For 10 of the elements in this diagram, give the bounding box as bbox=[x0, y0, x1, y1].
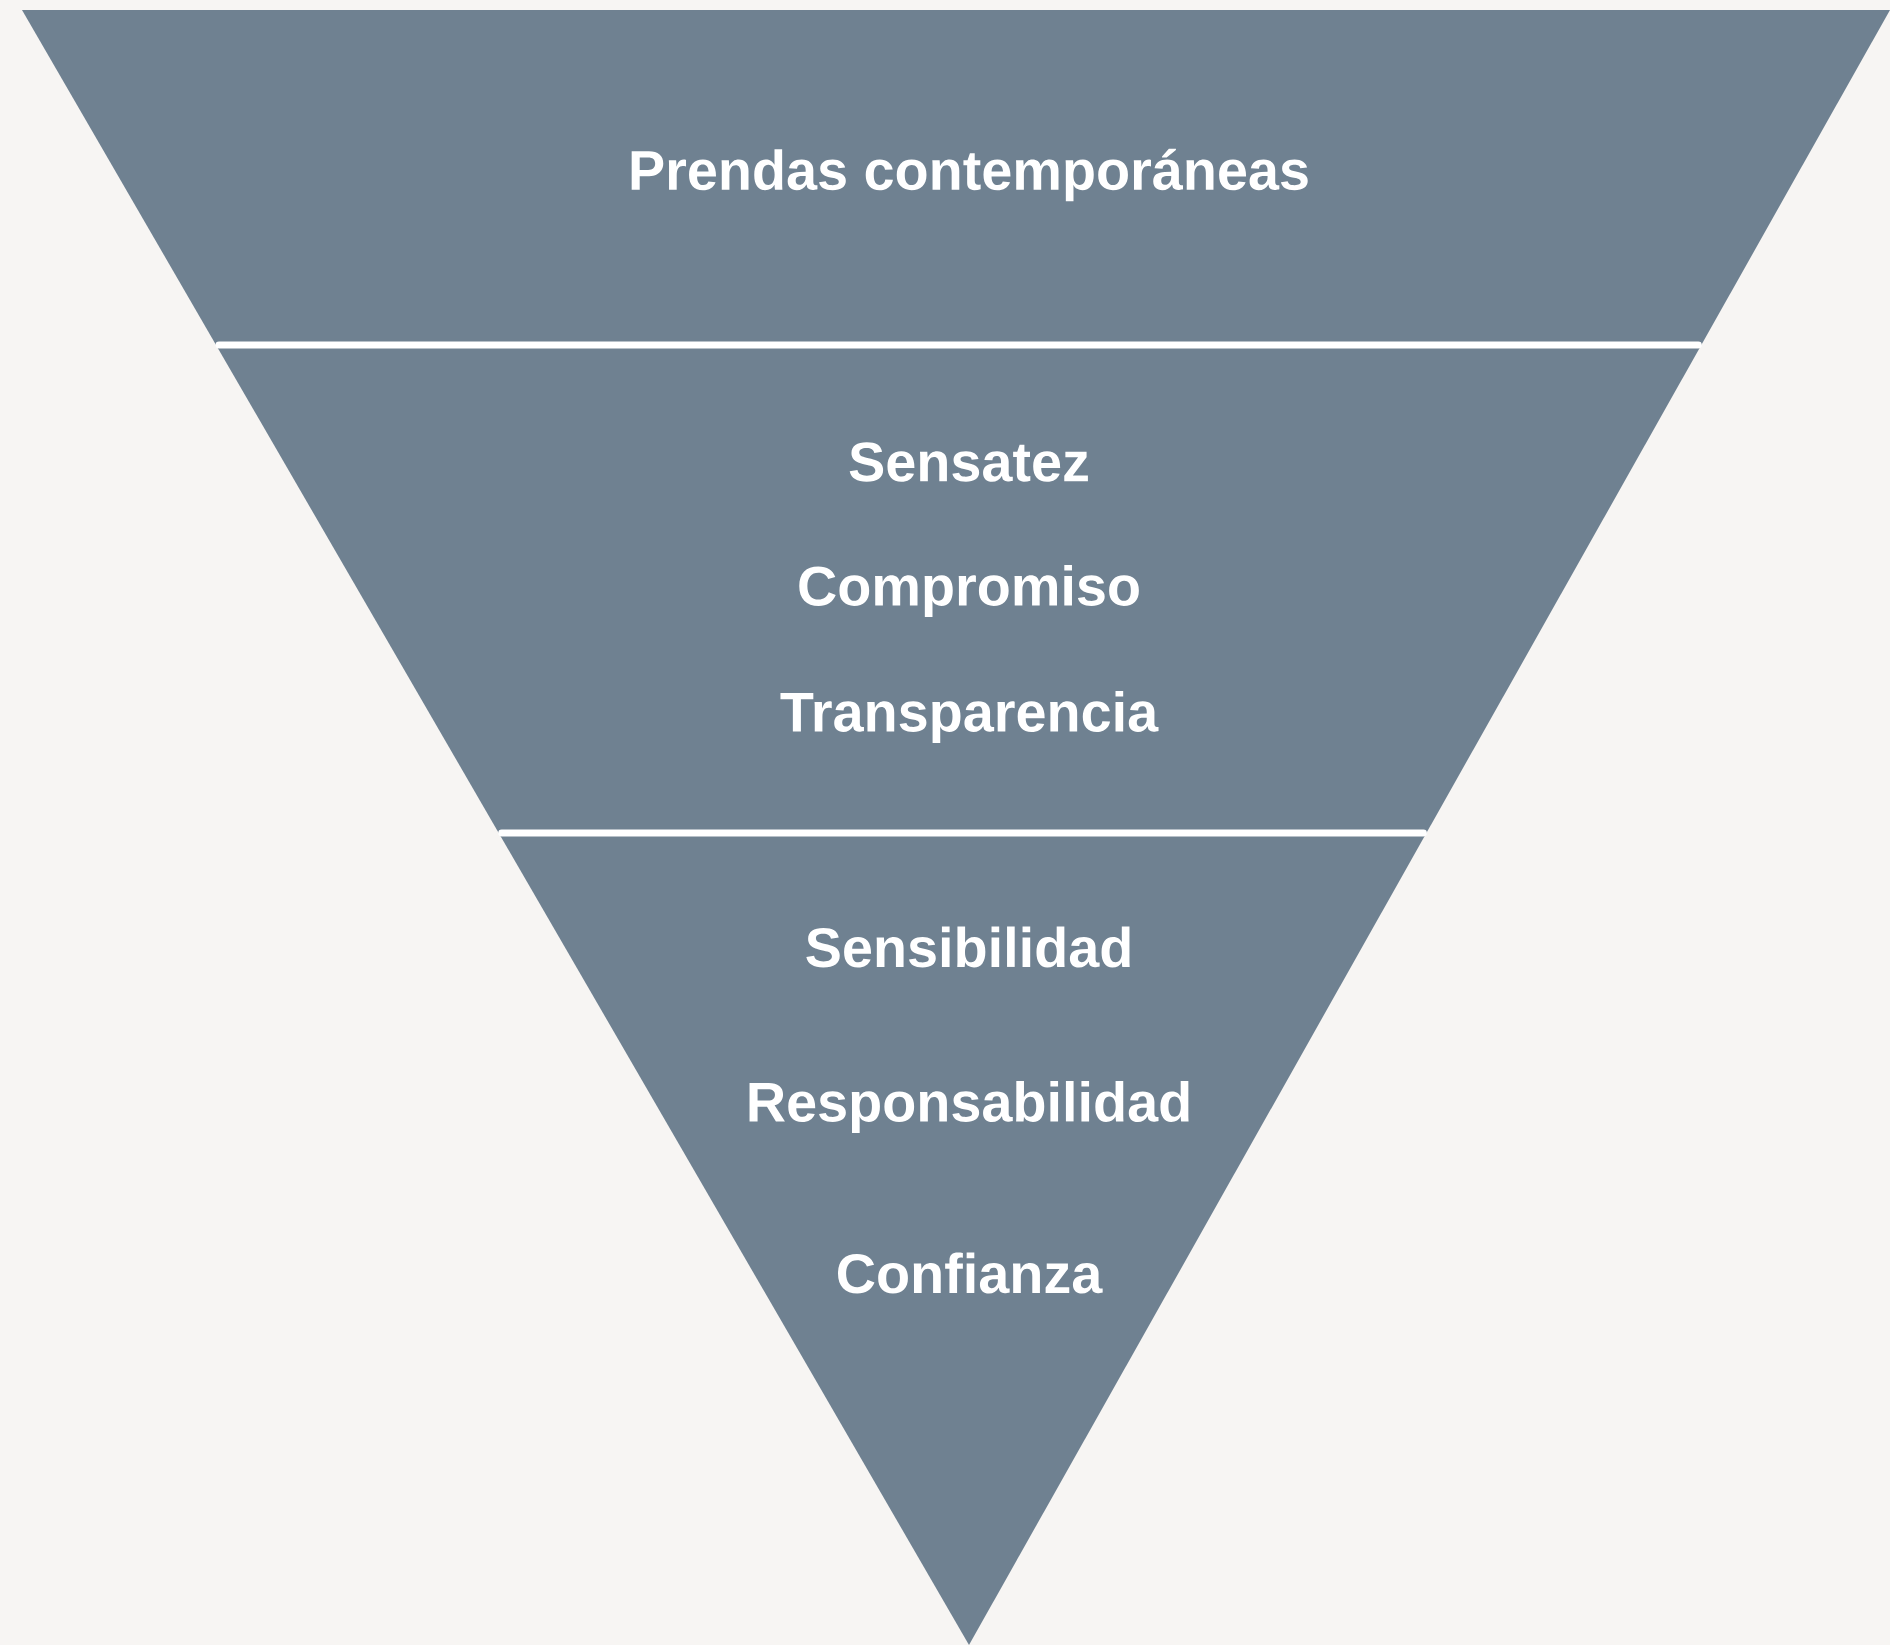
funnel-band bbox=[216, 345, 1702, 833]
band-label: Transparencia bbox=[780, 690, 1159, 743]
band-label: Confianza bbox=[838, 1252, 1103, 1294]
band-label: Compromiso bbox=[799, 564, 1139, 617]
band-label: Sensatez bbox=[849, 442, 1088, 482]
funnel-band bbox=[498, 833, 1427, 1645]
funnel-band bbox=[22, 10, 1890, 345]
band-label: Sensibilidad bbox=[806, 926, 1130, 968]
band-label: Prendas contemporáneas bbox=[631, 148, 1308, 202]
band-label: Responsabilidad bbox=[749, 1080, 1189, 1133]
